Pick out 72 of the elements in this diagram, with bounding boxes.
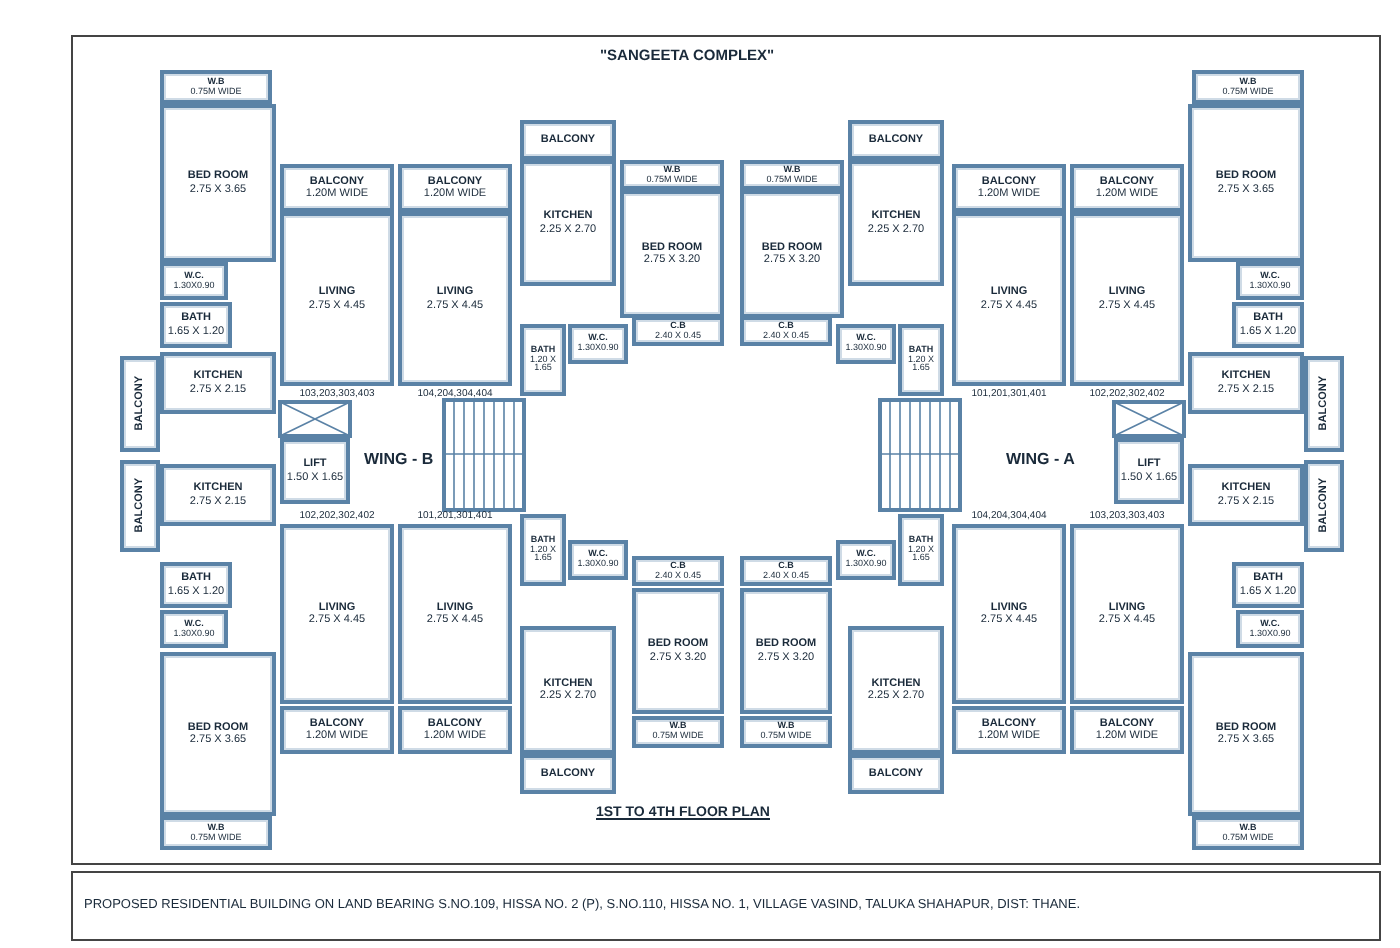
room xyxy=(1188,104,1304,262)
room xyxy=(632,716,724,748)
room xyxy=(1188,352,1304,414)
room xyxy=(848,626,944,754)
room xyxy=(398,524,512,704)
room xyxy=(740,160,844,190)
room xyxy=(398,706,512,754)
room xyxy=(952,164,1066,212)
room xyxy=(898,514,944,586)
room xyxy=(1114,438,1184,504)
room xyxy=(398,212,512,386)
room xyxy=(1304,460,1344,552)
room xyxy=(520,120,616,160)
room xyxy=(160,104,276,262)
room xyxy=(1192,816,1304,850)
room xyxy=(120,356,160,452)
room xyxy=(1070,164,1184,212)
room xyxy=(160,464,276,526)
room xyxy=(398,164,512,212)
room xyxy=(280,706,394,754)
room xyxy=(1070,706,1184,754)
room xyxy=(160,352,276,414)
room xyxy=(160,816,272,850)
room xyxy=(1070,524,1184,704)
room xyxy=(1232,562,1304,608)
room xyxy=(848,754,944,794)
room xyxy=(1070,212,1184,386)
room xyxy=(160,262,228,300)
room xyxy=(1236,610,1304,648)
room xyxy=(848,160,944,286)
room xyxy=(160,302,232,348)
room xyxy=(160,652,276,816)
room xyxy=(620,190,724,318)
room xyxy=(740,190,844,318)
wing-label: WING - A xyxy=(1006,450,1075,468)
room xyxy=(280,164,394,212)
room xyxy=(952,706,1066,754)
room xyxy=(632,316,724,346)
room xyxy=(520,754,616,794)
room xyxy=(120,460,160,552)
room xyxy=(740,716,832,748)
room xyxy=(520,514,566,586)
room xyxy=(836,540,896,580)
room xyxy=(740,316,832,346)
room xyxy=(848,120,944,160)
wing-label: WING - B xyxy=(364,450,434,468)
room xyxy=(632,588,724,714)
room xyxy=(836,324,896,364)
room xyxy=(740,588,832,714)
room xyxy=(1236,262,1304,300)
room xyxy=(1188,652,1304,816)
room xyxy=(1304,356,1344,452)
room xyxy=(160,562,232,608)
room xyxy=(620,160,724,190)
room xyxy=(898,324,944,396)
room xyxy=(568,540,628,580)
room xyxy=(520,324,566,396)
room xyxy=(280,212,394,386)
room xyxy=(568,324,628,364)
room xyxy=(1232,302,1304,348)
room xyxy=(520,160,616,286)
room xyxy=(280,524,394,704)
room xyxy=(1192,70,1304,104)
room xyxy=(280,438,350,504)
room xyxy=(160,610,228,648)
room xyxy=(952,524,1066,704)
room xyxy=(632,556,724,586)
room xyxy=(520,626,616,754)
room xyxy=(160,70,272,104)
room xyxy=(952,212,1066,386)
room xyxy=(1188,464,1304,526)
room xyxy=(740,556,832,586)
